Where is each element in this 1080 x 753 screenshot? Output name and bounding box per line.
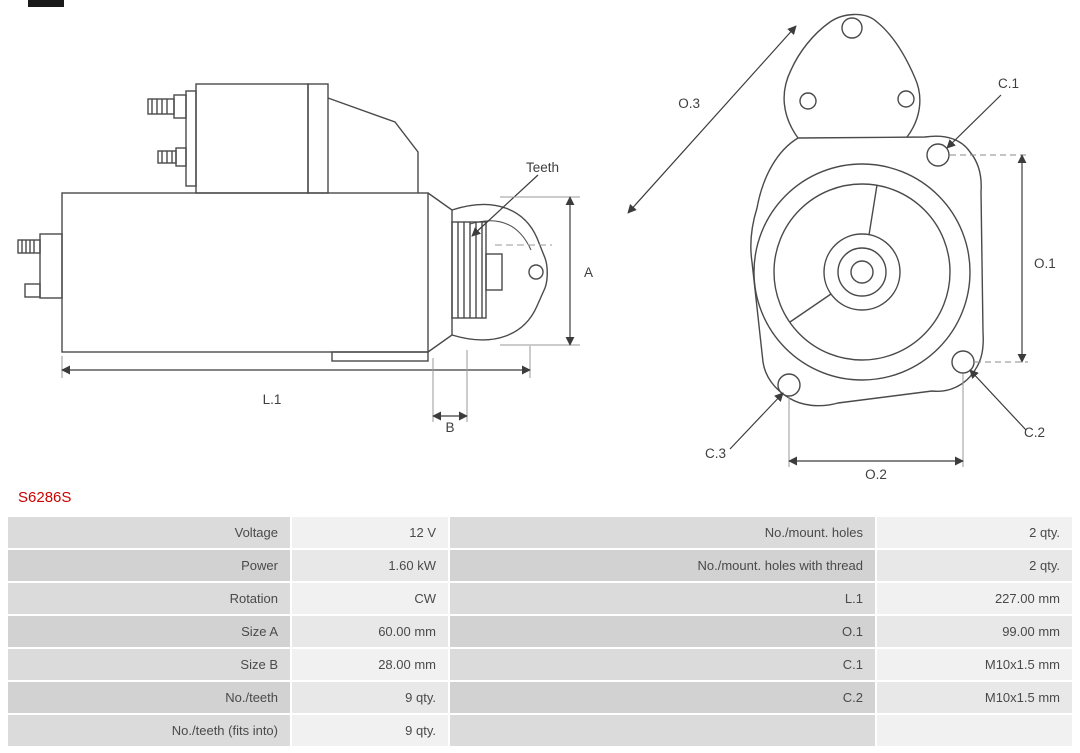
mount-hole-c1 (926, 143, 950, 167)
spec-value: 12 V (292, 517, 448, 548)
spec-table: Voltage 12 V No./mount. holes 2 qty. Pow… (8, 517, 1072, 746)
technical-drawing: Teeth A L.1 B (17, 0, 1056, 482)
spec-label (450, 715, 875, 746)
spec-label: C.2 (450, 682, 875, 713)
spec-label: No./mount. holes (450, 517, 875, 548)
spec-label: Power (8, 550, 290, 581)
spec-label: C.1 (450, 649, 875, 680)
spec-value: M10x1.5 mm (877, 649, 1072, 680)
label-o3: O.3 (678, 96, 700, 111)
starter-side-view (17, 83, 548, 362)
spec-value (877, 715, 1072, 746)
label-c2: C.2 (1024, 425, 1045, 440)
starter-front-view (750, 13, 984, 407)
label-o2: O.2 (865, 467, 887, 482)
spec-label: Rotation (8, 583, 290, 614)
spec-value: 227.00 mm (877, 583, 1072, 614)
spec-value: 9 qty. (292, 715, 448, 746)
spec-label: O.1 (450, 616, 875, 647)
pinion-gear (451, 221, 487, 319)
spec-value: CW (292, 583, 448, 614)
part-number: S6286S (18, 489, 72, 506)
spec-value: 1.60 kW (292, 550, 448, 581)
spec-value: 2 qty. (877, 517, 1072, 548)
spec-label: No./teeth (8, 682, 290, 713)
label-c1: C.1 (998, 76, 1019, 91)
spec-label: No./teeth (fits into) (8, 715, 290, 746)
spec-value: 99.00 mm (877, 616, 1072, 647)
label-b: B (445, 420, 454, 435)
label-a: A (584, 265, 593, 280)
spec-label: Voltage (8, 517, 290, 548)
spec-value: 60.00 mm (292, 616, 448, 647)
spec-label: No./mount. holes with thread (450, 550, 875, 581)
spec-value: 9 qty. (292, 682, 448, 713)
spec-label: Size B (8, 649, 290, 680)
label-teeth: Teeth (526, 160, 559, 175)
mount-hole-c2 (951, 350, 975, 374)
mount-hole-c3 (777, 373, 801, 397)
spec-label: L.1 (450, 583, 875, 614)
front-view-dimensions (627, 25, 1028, 467)
label-o1: O.1 (1034, 256, 1056, 271)
label-c3: C.3 (705, 446, 726, 461)
spec-value: 28.00 mm (292, 649, 448, 680)
spec-value: 2 qty. (877, 550, 1072, 581)
label-l1: L.1 (263, 392, 282, 407)
spec-value: M10x1.5 mm (877, 682, 1072, 713)
spec-label: Size A (8, 616, 290, 647)
side-view-dimensions (61, 174, 580, 422)
logo-fragment (28, 0, 64, 7)
